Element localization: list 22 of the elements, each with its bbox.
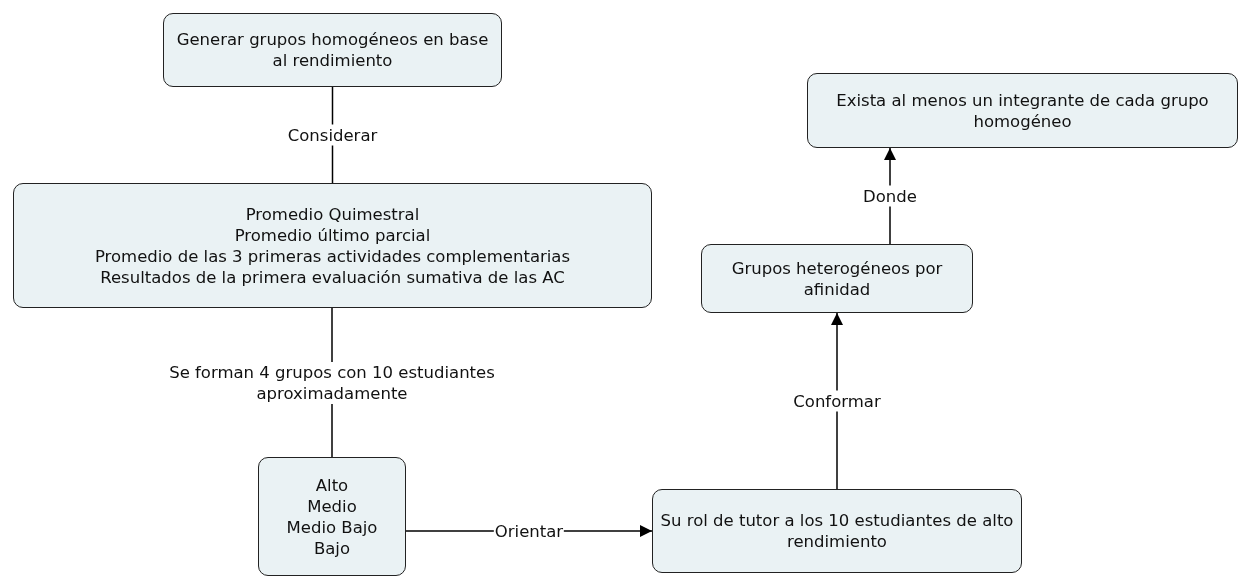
concept-text: Resultados de la primera evaluación sumativa de las AC bbox=[100, 266, 565, 288]
concept-text: Exista al menos un integrante de cada grupo homogéneo bbox=[835, 89, 1210, 132]
concept-text: Su rol de tutor a los 10 estudiantes de alto rendimiento bbox=[659, 510, 1015, 552]
edge-label: Conformar bbox=[792, 390, 882, 412]
concept-text: Medio Bajo bbox=[286, 516, 378, 538]
concept-text: Bajo bbox=[313, 537, 351, 559]
concept-box bbox=[163, 13, 502, 87]
edge-label: Considerar bbox=[286, 124, 379, 146]
concept-box bbox=[807, 73, 1238, 148]
concept-text: Promedio de las 3 primeras actividades complementarias bbox=[94, 245, 571, 267]
concept-text: Alto bbox=[315, 474, 349, 496]
concept-text: Promedio último parcial bbox=[234, 224, 431, 246]
concept-text: Generar grupos homogéneos en base al rendimiento bbox=[175, 29, 490, 71]
concept-box bbox=[258, 457, 406, 576]
concept-box bbox=[13, 183, 652, 308]
concept-box bbox=[652, 489, 1022, 573]
connector-line bbox=[831, 312, 843, 490]
concept-box bbox=[701, 244, 973, 313]
edge-label: Donde bbox=[862, 185, 918, 207]
concept-text: Grupos heterogéneos por afinidad bbox=[730, 257, 944, 300]
concept-text: Medio bbox=[307, 495, 357, 517]
concept-text: Promedio Quimestral bbox=[245, 203, 420, 225]
